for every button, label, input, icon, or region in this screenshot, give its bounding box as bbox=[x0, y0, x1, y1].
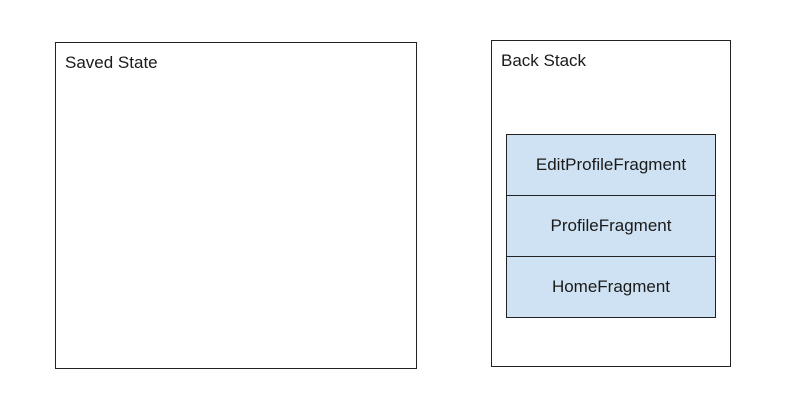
saved-state-title: Saved State bbox=[65, 53, 158, 72]
back-stack-list: EditProfileFragment ProfileFragment Home… bbox=[506, 134, 716, 320]
stack-item-home-fragment: HomeFragment bbox=[506, 256, 716, 318]
back-stack-title: Back Stack bbox=[501, 51, 587, 70]
back-stack-panel: Back Stack EditProfileFragment ProfileFr… bbox=[491, 40, 731, 367]
stack-item-profile-fragment: ProfileFragment bbox=[506, 195, 716, 257]
stack-item-edit-profile-fragment: EditProfileFragment bbox=[506, 134, 716, 196]
saved-state-panel: Saved State bbox=[55, 42, 417, 369]
